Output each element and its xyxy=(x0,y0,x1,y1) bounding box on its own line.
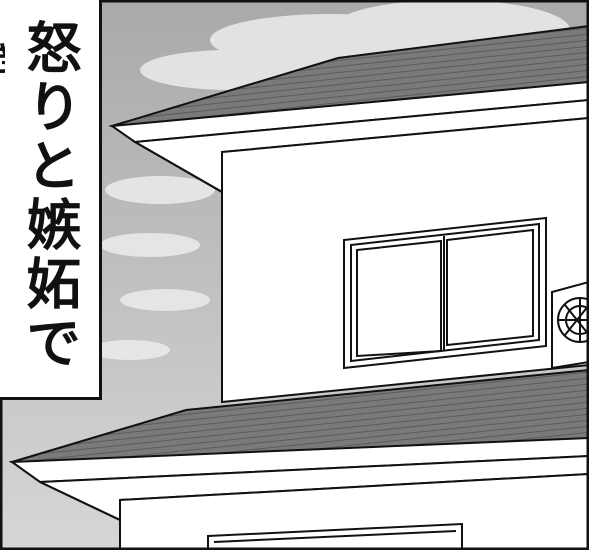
narration-text: 怒りと嫉妬で xyxy=(17,19,81,373)
clipped-caption-text: き xyxy=(0,41,5,75)
upper-roof-fascia xyxy=(109,80,589,144)
lower-roof-fascia xyxy=(9,436,589,484)
lower-wall xyxy=(119,472,589,550)
window xyxy=(343,216,547,370)
narration-box: き 怒りと嫉妬で xyxy=(0,0,102,400)
clipped-caption-column: き xyxy=(0,41,5,381)
ac-unit xyxy=(551,280,589,370)
